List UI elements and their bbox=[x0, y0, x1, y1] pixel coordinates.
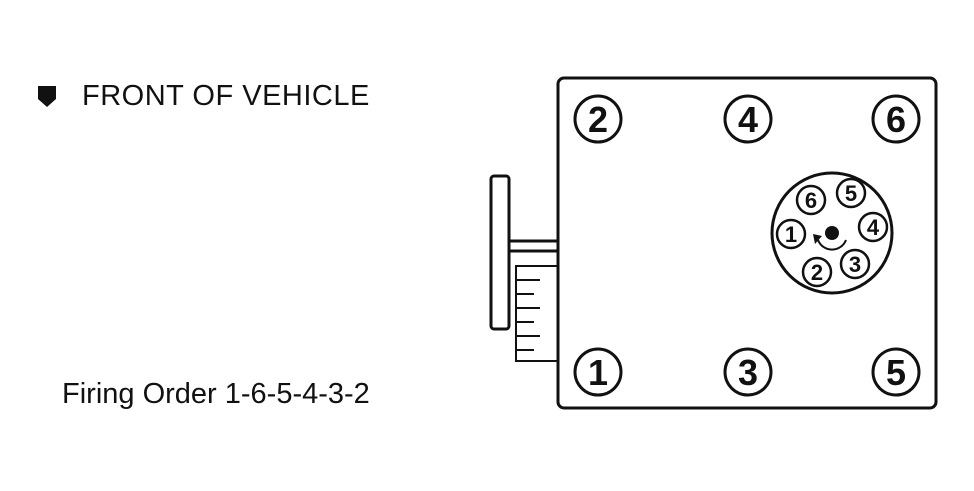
cylinder-2: 2 bbox=[573, 94, 623, 144]
cylinder-3-number: 3 bbox=[738, 352, 758, 393]
cylinders-bottom-row: 1 3 5 bbox=[573, 347, 921, 397]
cylinder-3: 3 bbox=[723, 347, 773, 397]
terminal-4-number: 4 bbox=[867, 215, 880, 240]
distributor-terminal-2: 2 bbox=[801, 256, 833, 288]
engine-block bbox=[556, 76, 938, 410]
timing-scale bbox=[515, 265, 559, 362]
distributor-terminal-3: 3 bbox=[839, 248, 871, 280]
terminal-6-number: 6 bbox=[805, 188, 817, 213]
cylinders-top-row: 2 4 6 bbox=[573, 94, 921, 144]
distributor-terminal-1: 1 bbox=[775, 218, 807, 250]
distributor-terminal-5: 5 bbox=[835, 177, 867, 209]
terminal-1-number: 1 bbox=[785, 222, 797, 247]
cylinder-1: 1 bbox=[573, 347, 623, 397]
terminal-3-number: 3 bbox=[849, 252, 861, 277]
firing-order-text: Firing Order 1-6-5-4-3-2 bbox=[62, 378, 370, 410]
cylinder-5: 5 bbox=[871, 347, 921, 397]
cylinder-4-number: 4 bbox=[738, 99, 758, 140]
front-of-vehicle-text: FRONT OF VEHICLE bbox=[82, 79, 370, 112]
distributor-terminal-4: 4 bbox=[857, 211, 889, 243]
terminal-5-number: 5 bbox=[845, 181, 857, 206]
crank-shaft bbox=[509, 239, 558, 253]
distributor-center-dot bbox=[825, 226, 839, 240]
front-of-vehicle-label: FRONT OF VEHICLE bbox=[36, 76, 370, 116]
cylinder-4: 4 bbox=[723, 94, 773, 144]
cylinder-6-number: 6 bbox=[886, 99, 906, 140]
cylinder-6: 6 bbox=[871, 94, 921, 144]
cylinder-5-number: 5 bbox=[886, 352, 906, 393]
rotation-arrow-icon bbox=[817, 239, 847, 251]
rotation-arrowhead-icon bbox=[813, 234, 822, 244]
cylinder-2-number: 2 bbox=[588, 99, 608, 140]
distributor-terminal-6: 6 bbox=[795, 184, 827, 216]
crank-pulley bbox=[489, 174, 511, 331]
distributor-cap: 6 5 4 3 2 1 bbox=[770, 171, 894, 295]
terminal-2-number: 2 bbox=[811, 260, 823, 285]
cylinder-1-number: 1 bbox=[588, 352, 608, 393]
front-arrow-icon bbox=[38, 86, 56, 107]
